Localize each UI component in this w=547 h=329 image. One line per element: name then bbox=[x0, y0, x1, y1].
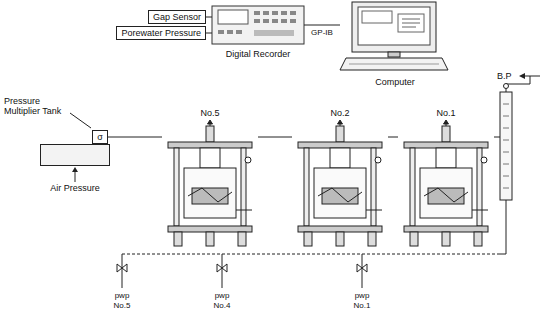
pwp-taps bbox=[117, 254, 367, 288]
node-text: Gap Sensor bbox=[153, 12, 201, 23]
burette bbox=[500, 92, 512, 200]
porewater-line bbox=[122, 254, 500, 255]
node-text: Porewater Pressure bbox=[121, 28, 201, 39]
node-text: σ bbox=[97, 132, 103, 143]
connector-line bbox=[206, 17, 212, 18]
recorder-display bbox=[218, 10, 248, 24]
shear-apparatus: No.1 bbox=[398, 108, 494, 248]
back-pressure-label: B.P bbox=[497, 71, 512, 81]
monitor-stand bbox=[388, 52, 400, 57]
apparatus-drawing bbox=[404, 120, 488, 246]
apparatus-drawing bbox=[298, 120, 382, 246]
screen-windows bbox=[362, 11, 424, 32]
inlet-arrow-head bbox=[519, 73, 525, 79]
apparatus-drawing bbox=[168, 120, 252, 246]
burette-ticks bbox=[503, 104, 509, 188]
connector-line bbox=[206, 33, 212, 34]
chamber-box bbox=[40, 144, 110, 166]
valve bbox=[504, 84, 509, 89]
node-text: Digital Recorder bbox=[226, 49, 291, 60]
tank-label: Pressure Multiplier Tank bbox=[4, 96, 68, 116]
connector-line bbox=[388, 137, 398, 138]
inlet-pipe bbox=[506, 84, 530, 85]
inlet-pipe bbox=[530, 76, 531, 84]
recorder-body bbox=[212, 6, 304, 44]
node-text: Air Pressure bbox=[50, 183, 100, 194]
connector-line bbox=[108, 137, 162, 138]
pwp-label: pwp No.4 bbox=[208, 291, 236, 311]
pressure-multiplier-tank: σ bbox=[92, 130, 108, 144]
computer: Computer bbox=[340, 0, 450, 88]
air-pressure-chamber: Air Pressure bbox=[30, 144, 120, 194]
connector-line bbox=[258, 137, 292, 138]
connector-line bbox=[304, 25, 340, 26]
digital-recorder: Digital Recorder bbox=[212, 4, 304, 60]
air-arrow-head bbox=[72, 167, 78, 172]
gap-sensor-box: Gap Sensor bbox=[148, 10, 206, 24]
bus-label: GP-IB bbox=[310, 28, 334, 38]
air-arrow-line bbox=[75, 171, 76, 182]
leader-line bbox=[70, 113, 91, 128]
drain-line bbox=[500, 200, 506, 254]
inlet-pipe bbox=[506, 89, 507, 93]
node-text: No.1 bbox=[436, 108, 455, 119]
shear-apparatus: No.2 bbox=[292, 108, 388, 248]
keyboard bbox=[340, 58, 448, 70]
monitor bbox=[352, 2, 436, 52]
porewater-pressure-box: Porewater Pressure bbox=[116, 26, 206, 40]
node-text: No.5 bbox=[200, 108, 219, 119]
pwp-label: pwp No.5 bbox=[108, 291, 136, 311]
pwp-label: pwp No.1 bbox=[348, 291, 376, 311]
inlet-arrow-line bbox=[524, 76, 540, 77]
pressure-line bbox=[494, 137, 500, 138]
node-text: No.2 bbox=[330, 108, 349, 119]
screen bbox=[358, 7, 430, 45]
shear-apparatus: No.5 bbox=[162, 108, 258, 248]
recorder-keys bbox=[218, 11, 296, 36]
node-text: Computer bbox=[375, 77, 415, 88]
keyboard-keys bbox=[349, 64, 439, 65]
